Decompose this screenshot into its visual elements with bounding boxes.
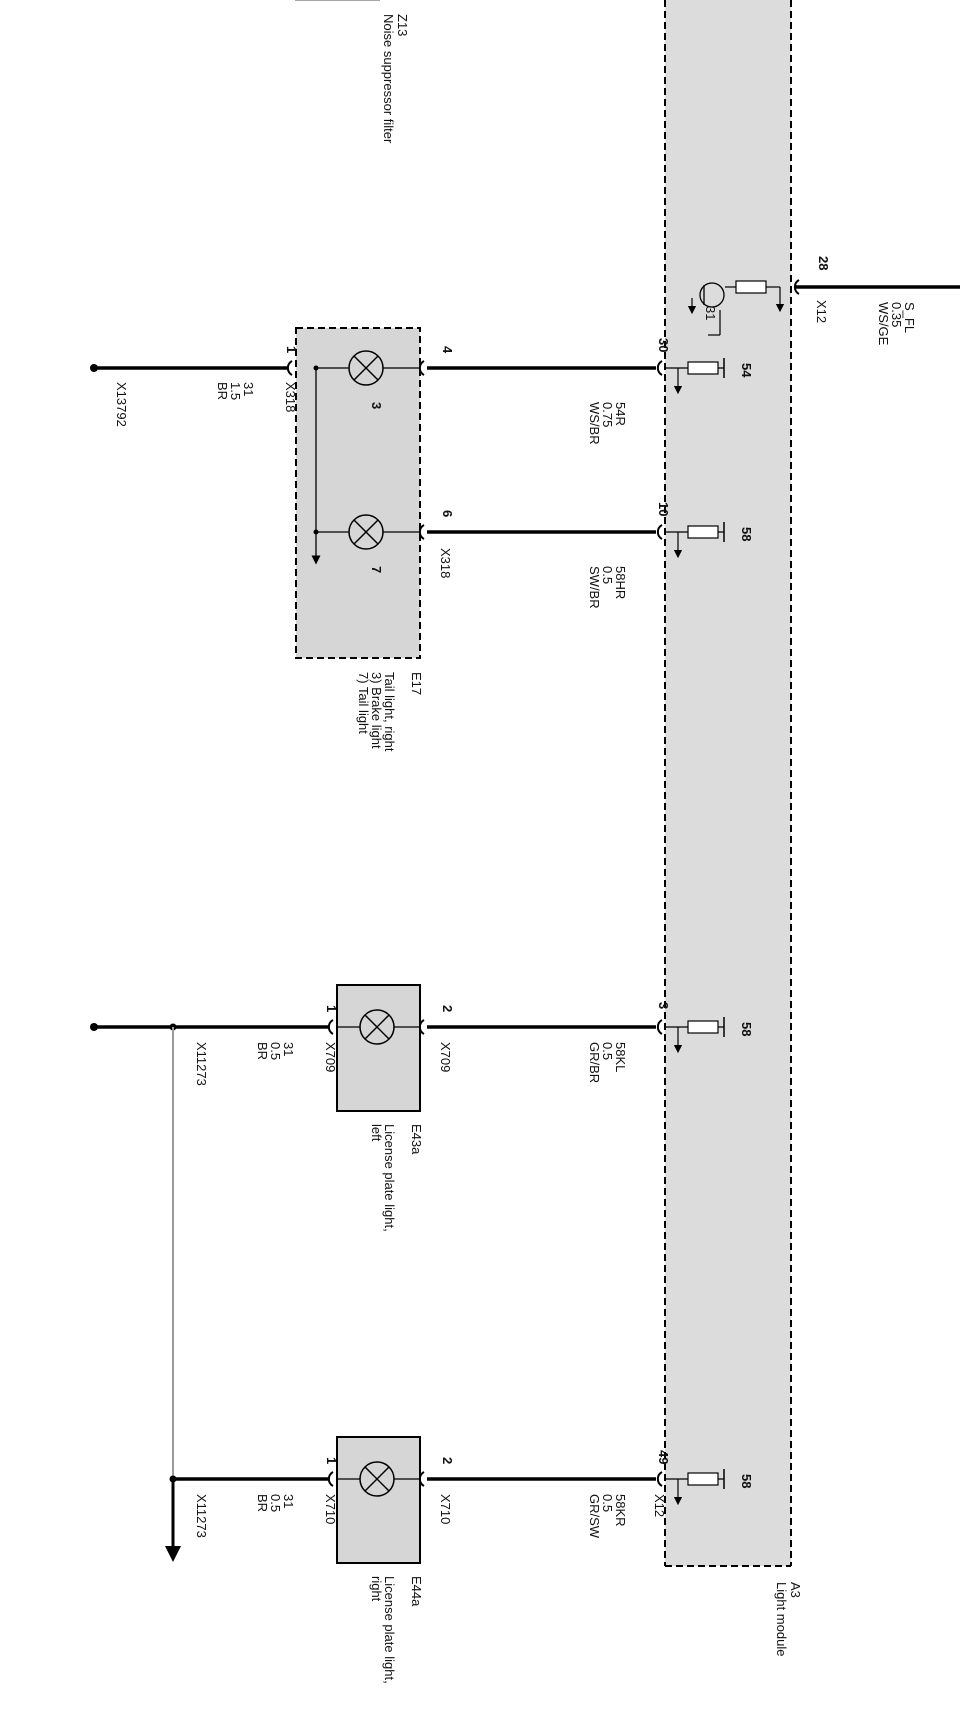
module-pin-3: 3 xyxy=(656,1002,671,1009)
ground-wire-e43a xyxy=(90,1023,329,1479)
supply-size: 0.35 xyxy=(889,302,904,327)
e43a-pin-2: 2 xyxy=(440,1005,455,1012)
noise-filter-id: Z13 xyxy=(395,14,410,36)
e44a-output-connector: X710 xyxy=(323,1494,338,1524)
module-output-10 xyxy=(656,522,725,559)
module-output-label-54: 54 xyxy=(739,363,754,378)
wire-58KL-spec: 58KL 0.5 GR/BR xyxy=(587,1042,628,1083)
ground-e44a-spec: 31 0.5 BR X11273 xyxy=(194,1494,296,1538)
e17-line2: 3) Brake light xyxy=(369,672,384,749)
ground-arrow-icon xyxy=(165,1546,181,1562)
ground-point-icon xyxy=(90,364,98,372)
e43a-input-connector: X709 xyxy=(438,1042,453,1072)
ground-point-x11273-a: X11273 xyxy=(194,1042,209,1086)
svg-text:BR: BR xyxy=(255,1042,270,1060)
svg-text:0.5: 0.5 xyxy=(268,1042,283,1060)
e43a-pin-1: 1 xyxy=(324,1005,339,1012)
wire-58KR-spec: 58KR 0.5 GR/SW xyxy=(587,1494,628,1539)
wire-58HR-spec: 58HR 0.5 SW/BR xyxy=(587,566,628,609)
svg-text:0.75: 0.75 xyxy=(600,402,615,427)
module-bottom-connector: X12 xyxy=(652,1494,667,1517)
svg-text:WS/BR: WS/BR xyxy=(587,402,602,445)
ground-wire-e44a xyxy=(165,1475,329,1562)
svg-text:58KL: 58KL xyxy=(613,1042,628,1072)
e44a-line2: right xyxy=(369,1576,384,1602)
svg-text:1.5: 1.5 xyxy=(228,382,243,400)
supply-color: WS/GE xyxy=(876,302,891,346)
module-output-3 xyxy=(656,1017,725,1054)
light-module-name: Light module xyxy=(774,1582,789,1656)
svg-text:BR: BR xyxy=(255,1494,270,1512)
svg-text:0.5: 0.5 xyxy=(600,1494,615,1512)
module-output-label-58-b: 58 xyxy=(739,1022,754,1036)
module-pin-10: 10 xyxy=(656,502,671,516)
light-module-id: A3 xyxy=(788,1582,803,1598)
e17-line3: 7) Tail light xyxy=(356,672,371,734)
svg-text:BR: BR xyxy=(215,382,230,400)
e44a-line1: License plate light, xyxy=(382,1576,397,1684)
ground-wire-e17 xyxy=(90,364,288,372)
svg-text:0.5: 0.5 xyxy=(268,1494,283,1512)
module-pin-49: 49 xyxy=(656,1450,671,1464)
e17-pin-6: 6 xyxy=(440,510,455,517)
e17-ground-connector: X318 xyxy=(283,382,298,412)
ground-point-x13792: X13792 xyxy=(114,382,129,427)
ground-point-icon xyxy=(90,1023,98,1031)
supply-signal: S_FL xyxy=(902,302,917,333)
svg-text:0.5: 0.5 xyxy=(600,566,615,584)
e17-pin-4: 4 xyxy=(440,346,455,354)
e43a-line2: left xyxy=(369,1124,384,1142)
e43a-id: E43a xyxy=(409,1124,424,1155)
internal-ground-label: 31 xyxy=(703,306,718,320)
e44a-input-connector: X710 xyxy=(438,1494,453,1524)
module-output-49 xyxy=(656,1469,725,1506)
module-pin-30: 30 xyxy=(656,338,671,352)
svg-text:GR/SW: GR/SW xyxy=(587,1494,602,1539)
svg-text:58HR: 58HR xyxy=(613,566,628,599)
svg-text:31: 31 xyxy=(281,1042,296,1056)
brake-lamp-icon xyxy=(348,350,384,386)
svg-text:54R: 54R xyxy=(613,402,628,426)
module-output-label-58-a: 58 xyxy=(739,527,754,541)
tail-lamp-number: 7 xyxy=(369,566,384,573)
brake-lamp-number: 3 xyxy=(369,402,384,409)
tail-light-e17 xyxy=(286,327,425,659)
supply-connector-symbol xyxy=(793,279,800,295)
svg-text:GR/BR: GR/BR xyxy=(587,1042,602,1083)
supply-pin: 28 xyxy=(816,256,831,270)
module-output-label-58-c: 58 xyxy=(739,1474,754,1488)
supply-resistor xyxy=(735,280,767,294)
e17-pin-1: 1 xyxy=(284,346,299,353)
ground-e43a-spec: 31 0.5 BR X11273 xyxy=(194,1042,296,1086)
transistor-symbol xyxy=(699,282,725,308)
svg-text:0.5: 0.5 xyxy=(600,1042,615,1060)
plate-light-left-e43a xyxy=(327,984,425,1112)
ground-point-x11273-b: X11273 xyxy=(194,1494,209,1538)
noise-filter-name: Noise suppressor filter xyxy=(381,14,396,144)
tail-lamp-icon xyxy=(348,514,384,550)
e44a-pin-1: 1 xyxy=(324,1457,339,1464)
svg-text:31: 31 xyxy=(281,1494,296,1508)
light-module-body xyxy=(665,0,791,1566)
plate-light-right-e44a xyxy=(327,1436,425,1564)
e44a-pin-2: 2 xyxy=(440,1457,455,1464)
wire-54R-spec: 54R 0.75 WS/BR xyxy=(587,402,628,445)
svg-text:31: 31 xyxy=(241,382,256,396)
e43a-line1: License plate light, xyxy=(382,1124,397,1232)
e17-id: E17 xyxy=(409,672,424,695)
svg-text:SW/BR: SW/BR xyxy=(587,566,602,609)
e44a-id: E44a xyxy=(409,1576,424,1607)
supply-connector: X12 xyxy=(814,300,829,323)
e17-line1: Tail light, right xyxy=(382,672,397,752)
e17-input-connector: X318 xyxy=(438,548,453,578)
ground-e17-spec: 31 1.5 BR X13792 xyxy=(114,382,256,427)
e43a-output-connector: X709 xyxy=(323,1042,338,1072)
svg-text:58KR: 58KR xyxy=(613,1494,628,1527)
module-output-30 xyxy=(656,358,725,395)
